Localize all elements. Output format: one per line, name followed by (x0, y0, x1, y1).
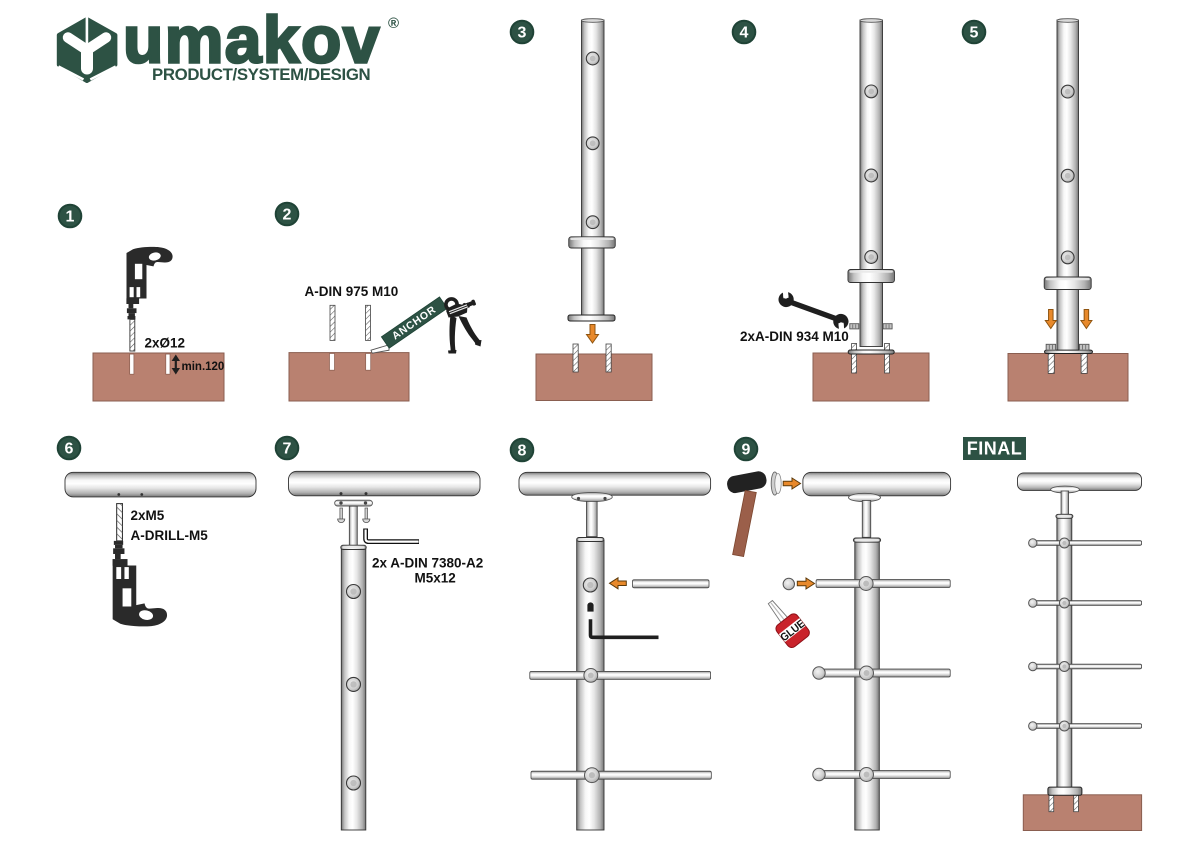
svg-text:2xM5: 2xM5 (131, 508, 165, 523)
svg-text:ANCHOR: ANCHOR (390, 304, 439, 343)
svg-text:®: ® (388, 15, 399, 32)
svg-text:3: 3 (518, 25, 527, 42)
svg-text:umakov: umakov (123, 3, 381, 77)
svg-text:2xØ12: 2xØ12 (145, 336, 186, 351)
svg-text:7: 7 (283, 441, 292, 458)
svg-text:A-DIN 975 M10: A-DIN 975 M10 (305, 284, 399, 299)
svg-text:M5x12: M5x12 (415, 571, 456, 586)
svg-text:9: 9 (742, 442, 751, 459)
svg-text:PRODUCT/SYSTEM/DESIGN: PRODUCT/SYSTEM/DESIGN (152, 65, 370, 84)
svg-text:A-DRILL-M5: A-DRILL-M5 (131, 528, 209, 543)
svg-text:FINAL: FINAL (967, 439, 1023, 459)
svg-text:5: 5 (970, 25, 979, 42)
svg-text:2: 2 (283, 207, 292, 224)
svg-text:1: 1 (66, 209, 75, 226)
svg-text:2x A-DIN 7380-A2: 2x A-DIN 7380-A2 (372, 556, 483, 571)
svg-text:8: 8 (518, 443, 527, 460)
svg-text:min.120: min.120 (182, 361, 225, 373)
svg-text:2xA-DIN 934 M10: 2xA-DIN 934 M10 (740, 329, 849, 344)
svg-text:6: 6 (65, 441, 74, 458)
svg-text:4: 4 (740, 25, 749, 42)
